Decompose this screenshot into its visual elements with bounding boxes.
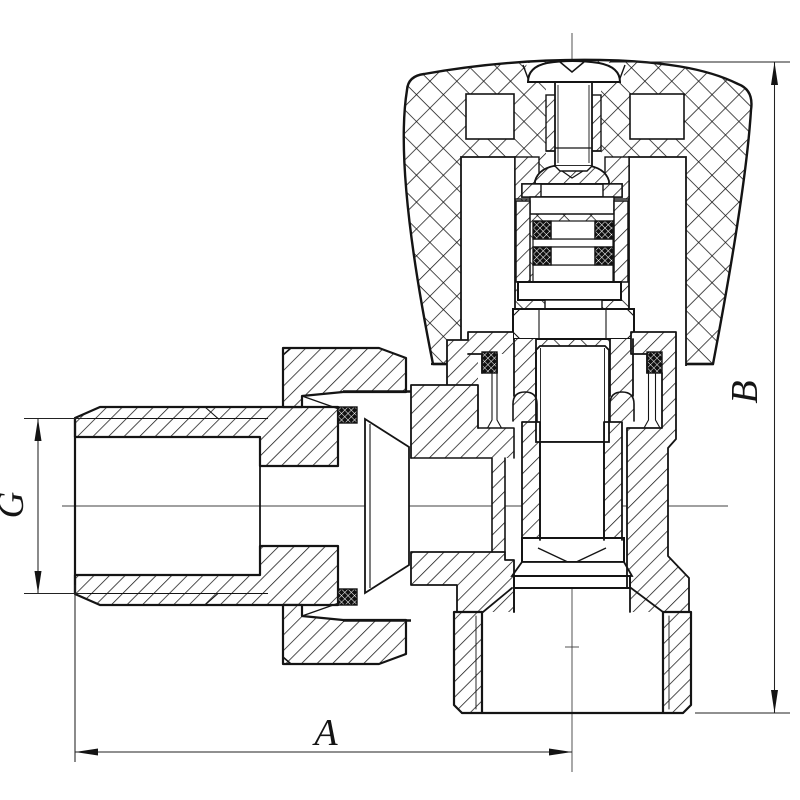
dimension-labels: G A B [0, 380, 766, 754]
dimensions [24, 61, 790, 762]
screw-head [526, 60, 622, 83]
arrow-B-bottom [771, 690, 778, 713]
stem-oring-1-left [532, 220, 552, 240]
valve-body-outlines [410, 331, 693, 715]
valve-disc-holder [510, 561, 634, 577]
valve-head [521, 537, 625, 563]
pipe-gasket-top [337, 406, 358, 424]
union-nut-top [281, 346, 408, 409]
arrow-B-top [771, 62, 778, 85]
tailpiece [73, 405, 340, 607]
tailpiece-bottom-wall [73, 544, 340, 607]
gland-wall-right [613, 200, 629, 283]
handwheel-left-cavity [461, 157, 515, 367]
stem-oring-2-left [532, 246, 552, 266]
spacer-block [529, 196, 615, 215]
tailpiece-top-wall [73, 405, 340, 468]
handwheel-left-pocket [465, 93, 515, 140]
handwheel-right-pocket [629, 93, 685, 140]
label-A: A [311, 712, 338, 754]
arrow-A-right [549, 748, 572, 756]
body-oring-right [646, 351, 663, 374]
valve-body-fills [411, 332, 691, 713]
bonnet-hex [512, 308, 635, 340]
stem-oring-1-right [594, 220, 614, 240]
spindle-stack [512, 183, 635, 340]
arrow-G-top [34, 418, 42, 441]
bonnet-neck [544, 299, 603, 310]
screw-shank [554, 81, 593, 167]
union-nut [281, 346, 411, 666]
body-oring-left [481, 351, 498, 374]
gland-wall-left [515, 200, 531, 283]
insert-cone [364, 417, 410, 595]
valve-disc [513, 575, 631, 589]
arrow-A-left [75, 748, 98, 756]
stem-lower [510, 345, 634, 589]
stem-top-assembly [514, 60, 630, 200]
handwheel-right-cavity [629, 157, 686, 367]
stem-threaded [535, 345, 610, 443]
screw-slot [559, 61, 585, 73]
body-orings [481, 351, 663, 429]
union-nut-bottom [281, 603, 408, 666]
pipe-gasket-bottom [337, 588, 358, 606]
stem-oring-2-right [594, 246, 614, 266]
label-B: B [724, 380, 766, 403]
insert [337, 406, 410, 606]
label-G: G [0, 492, 32, 519]
gland-plate [517, 281, 622, 301]
arrow-G-bottom [34, 571, 42, 594]
dimension-arrows [34, 62, 778, 756]
stem-shank [539, 441, 605, 539]
